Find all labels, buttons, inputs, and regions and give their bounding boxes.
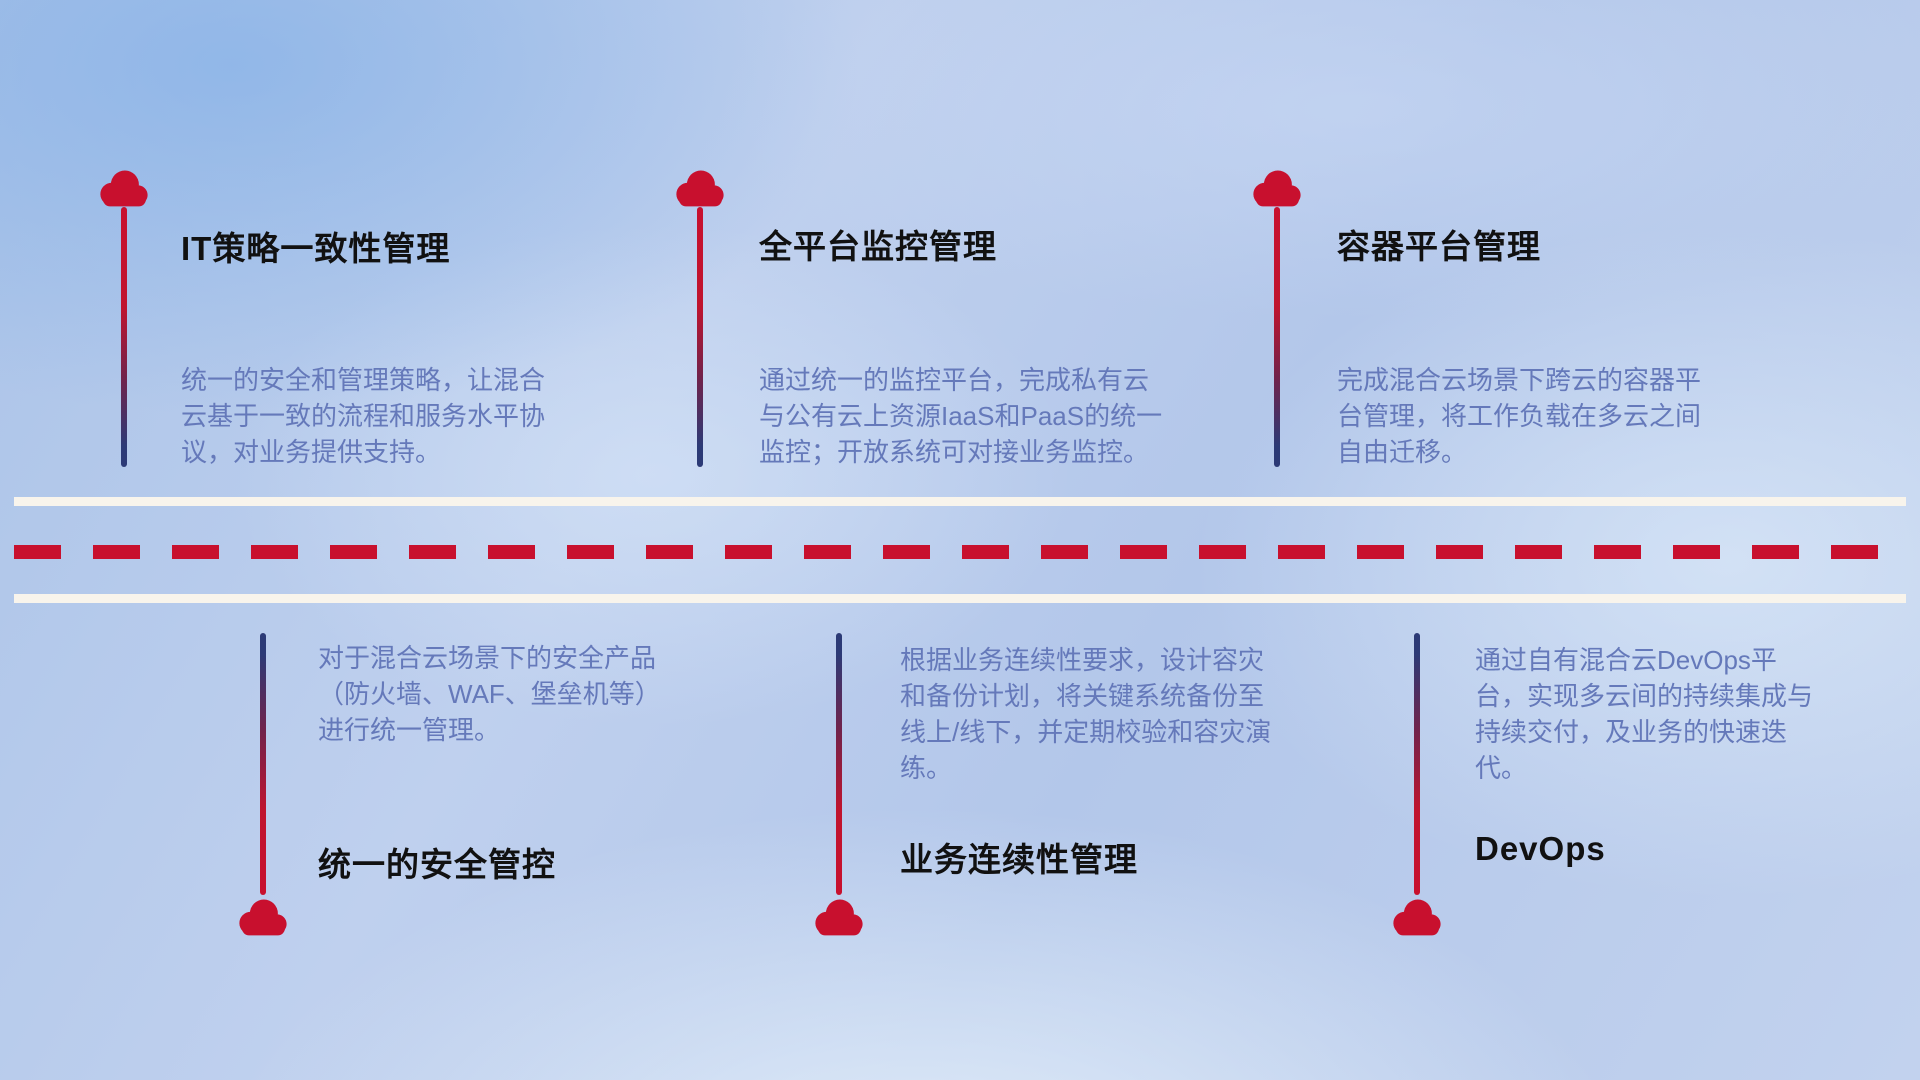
- capability-title: 全平台监控管理: [759, 228, 997, 265]
- connector-line: [121, 207, 127, 467]
- connector-line: [836, 633, 842, 895]
- capability-description: 根据业务连续性要求，设计容灾和备份计划，将关键系统备份至线上/线下，并定期校验和…: [900, 645, 1272, 783]
- capability-title: 业务连续性管理: [900, 841, 1138, 878]
- road-top-line: [14, 497, 1906, 506]
- capability-description: 完成混合云场景下跨云的容器平台管理，将工作负载在多云之间自由迁移。: [1337, 365, 1702, 467]
- capability-title: 容器平台管理: [1337, 228, 1541, 265]
- road-bottom-line: [14, 594, 1906, 603]
- cloud-icon: [672, 167, 728, 209]
- connector-line: [1274, 207, 1280, 467]
- cloud-icon: [1249, 167, 1305, 209]
- capability-title: 统一的安全管控: [318, 846, 556, 883]
- capability-title: DevOps: [1475, 830, 1606, 867]
- capability-description: 对于混合云场景下的安全产品（防火墙、WAF、堡垒机等）进行统一管理。: [318, 643, 661, 745]
- connector-line: [1414, 633, 1420, 895]
- connector-line: [697, 207, 703, 467]
- road-center-dashed-line: [14, 545, 1906, 559]
- capability-description: 通过统一的监控平台，完成私有云与公有云上资源IaaS和PaaS的统一监控；开放系…: [759, 365, 1163, 467]
- capability-description: 通过自有混合云DevOps平台，实现多云间的持续集成与持续交付，及业务的快速迭代…: [1475, 645, 1814, 783]
- cloud-icon: [1389, 896, 1445, 938]
- cloud-icon: [811, 896, 867, 938]
- connector-line: [260, 633, 266, 895]
- cloud-icon: [235, 896, 291, 938]
- capability-title: IT策略一致性管理: [181, 230, 451, 267]
- cloud-icon: [96, 167, 152, 209]
- capability-description: 统一的安全和管理策略，让混合云基于一致的流程和服务水平协议，对业务提供支持。: [181, 365, 546, 467]
